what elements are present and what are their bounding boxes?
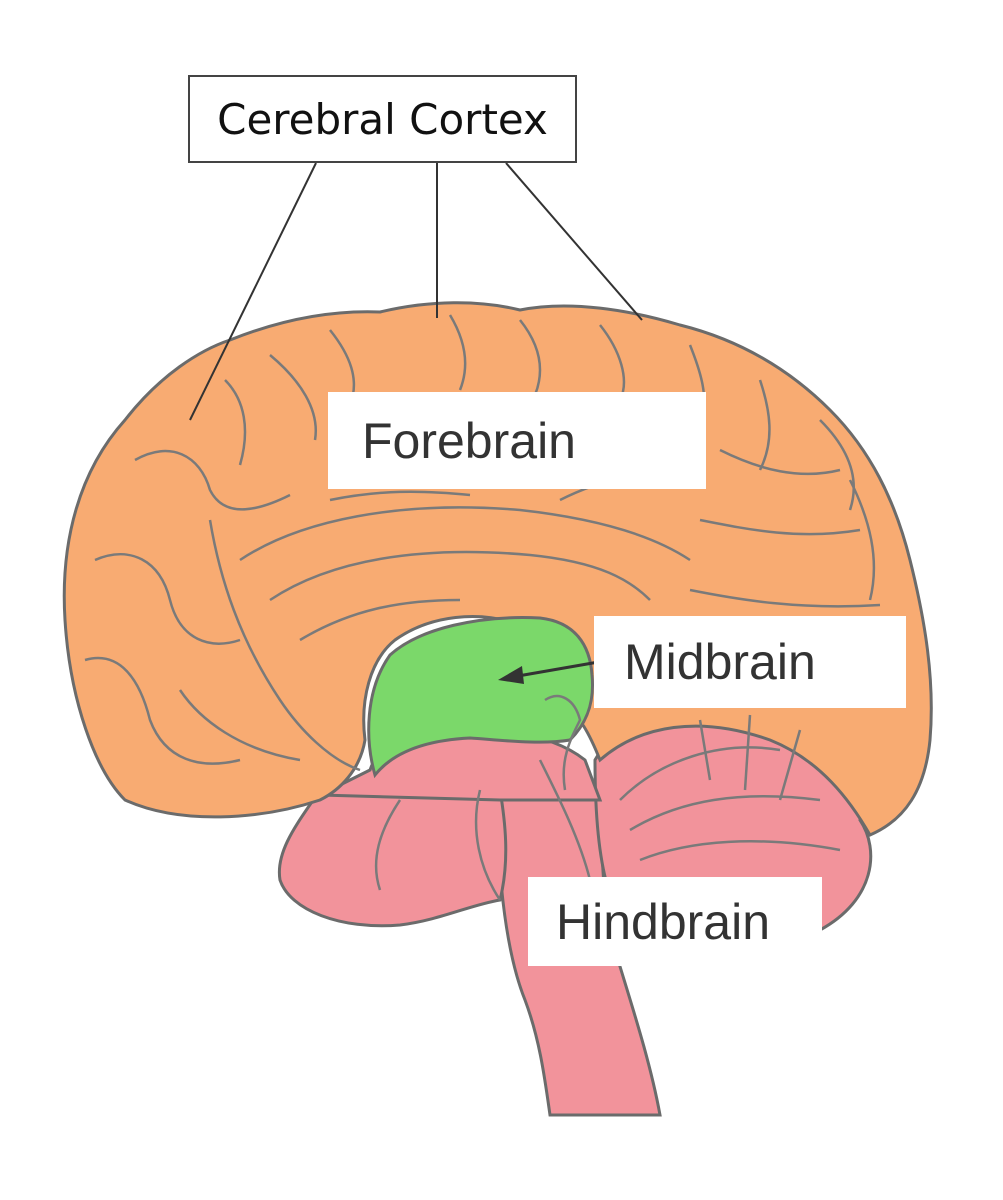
- cortex-leader-lines: [189, 162, 643, 421]
- forebrain-text: Forebrain: [362, 412, 576, 469]
- hindbrain-folds: [374, 694, 592, 901]
- cerebral-cortex-text: Cerebral Cortex: [217, 94, 548, 144]
- midbrain-label: Midbrain: [594, 616, 906, 708]
- forebrain-label: Forebrain: [328, 392, 706, 489]
- hindbrain-label: Hindbrain: [528, 877, 822, 966]
- pons: [277, 788, 508, 928]
- cerebral-cortex-label: Cerebral Cortex: [188, 75, 577, 163]
- midbrain-text: Midbrain: [624, 634, 816, 690]
- hindbrain-text: Hindbrain: [556, 893, 771, 950]
